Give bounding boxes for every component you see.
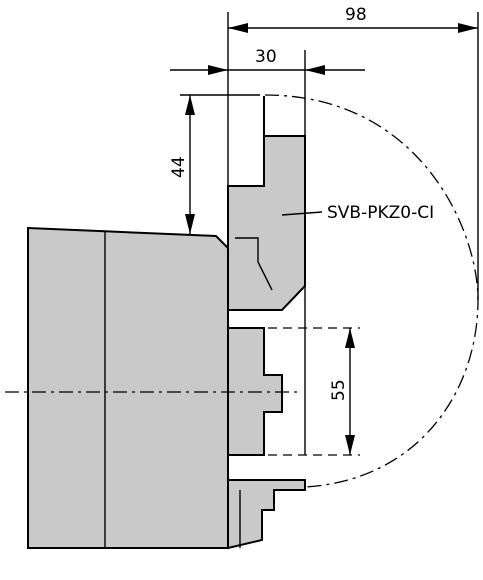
dimension-55-text: 55 [329,379,349,401]
main-device-body [27,226,229,549]
dimension-30-text: 30 [255,47,277,67]
part-label-text: SVB-PKZ0-CI [327,203,434,223]
adapter-component [227,96,306,550]
dimension-44-text: 44 [169,156,189,178]
extension-lines [180,12,479,456]
dimension-98: 98 [228,5,478,33]
part-label: SVB-PKZ0-CI [281,203,434,223]
dimension-44: 44 [169,95,195,234]
dimension-55: 55 [329,328,355,455]
dimension-30: 30 [170,47,365,75]
dimension-98-text: 98 [345,5,367,25]
